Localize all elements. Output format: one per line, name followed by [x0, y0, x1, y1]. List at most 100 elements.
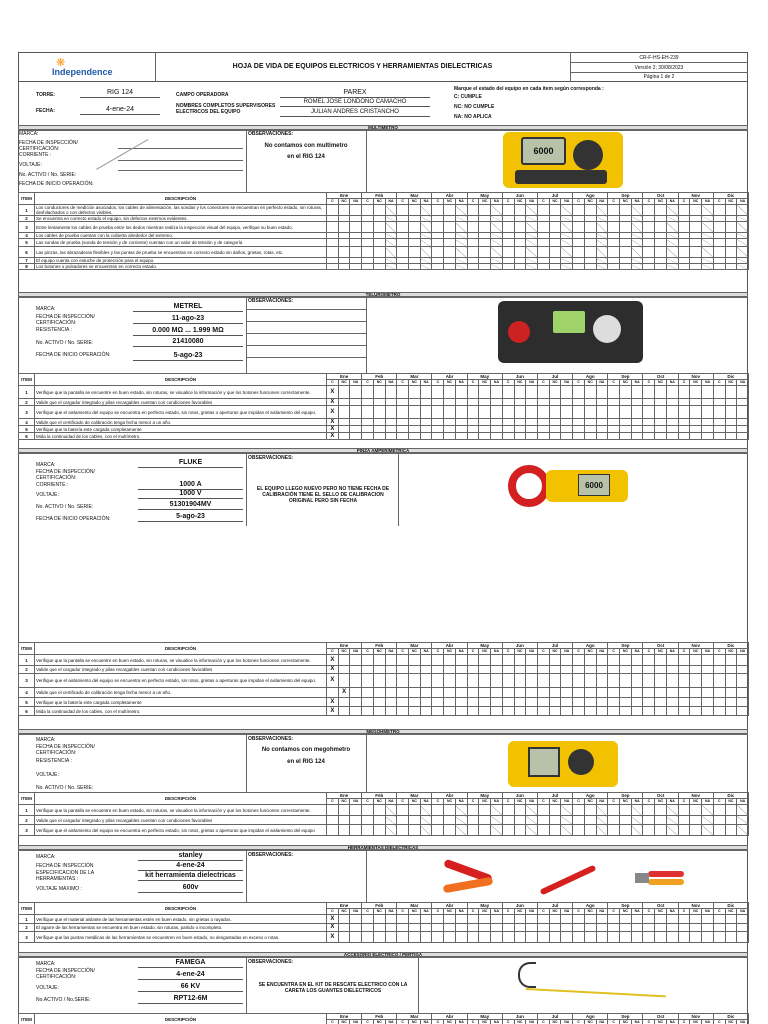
status-cell[interactable] [431, 931, 445, 943]
status-cell[interactable] [443, 204, 456, 216]
status-cell[interactable] [572, 687, 585, 698]
status-cell[interactable] [665, 385, 679, 399]
status-cell[interactable] [431, 405, 445, 419]
status-cell[interactable] [701, 824, 714, 836]
status-cell[interactable] [677, 398, 691, 406]
status-cell[interactable] [396, 405, 410, 419]
status-cell[interactable] [724, 923, 738, 932]
status-cell[interactable] [619, 931, 632, 943]
status-cell[interactable] [396, 923, 410, 932]
status-cell[interactable] [513, 804, 527, 816]
status-cell[interactable] [490, 398, 503, 406]
status-cell[interactable] [536, 665, 550, 674]
status-cell[interactable] [478, 804, 492, 816]
status-cell[interactable] [408, 246, 421, 258]
status-cell[interactable] [548, 398, 562, 406]
status-cell[interactable] [654, 914, 667, 924]
status-cell[interactable] [701, 263, 714, 270]
status-cell[interactable] [396, 425, 410, 433]
status-cell[interactable] [361, 687, 374, 698]
status-cell[interactable] [337, 221, 351, 233]
status-cell[interactable] [548, 815, 562, 825]
status-cell[interactable] [619, 654, 632, 666]
status-cell[interactable] [408, 204, 421, 216]
status-cell[interactable] [466, 804, 480, 816]
status-cell[interactable] [419, 221, 433, 233]
status-cell[interactable] [583, 432, 597, 440]
status-cell[interactable] [572, 385, 585, 399]
status-cell[interactable] [396, 221, 410, 233]
status-cell[interactable] [548, 697, 562, 707]
status-cell[interactable] [361, 204, 374, 216]
status-cell[interactable] [384, 914, 398, 924]
status-cell[interactable] [361, 665, 374, 674]
status-cell[interactable] [701, 425, 714, 433]
status-cell[interactable] [490, 673, 503, 688]
status-cell[interactable] [326, 815, 339, 825]
status-cell[interactable] [736, 665, 750, 674]
status-cell[interactable] [560, 432, 574, 440]
status-cell[interactable] [560, 923, 574, 932]
status-cell[interactable] [513, 687, 527, 698]
status-cell[interactable] [560, 824, 574, 836]
status-cell[interactable] [630, 923, 644, 932]
status-cell[interactable] [525, 914, 538, 924]
status-cell[interactable] [630, 238, 644, 247]
status-cell[interactable] [431, 687, 445, 698]
status-cell[interactable] [466, 432, 480, 440]
status-cell[interactable] [361, 425, 374, 433]
status-cell[interactable] [560, 706, 574, 716]
status-cell[interactable] [454, 246, 468, 258]
status-cell[interactable] [654, 687, 667, 698]
status-cell[interactable] [536, 385, 550, 399]
status-cell[interactable] [478, 425, 492, 433]
status-cell[interactable] [548, 804, 562, 816]
status-cell[interactable] [630, 425, 644, 433]
status-cell[interactable] [689, 204, 703, 216]
status-cell[interactable] [490, 204, 503, 216]
status-cell[interactable] [349, 385, 363, 399]
status-cell[interactable] [372, 697, 386, 707]
status-cell[interactable] [654, 221, 667, 233]
status-cell[interactable] [419, 405, 433, 419]
status-cell[interactable] [677, 665, 691, 674]
status-cell[interactable] [607, 398, 621, 406]
status-cell[interactable] [408, 923, 421, 932]
status-cell[interactable] [525, 923, 538, 932]
status-cell[interactable] [326, 238, 339, 247]
status-cell[interactable] [536, 221, 550, 233]
status-cell[interactable] [361, 931, 374, 943]
status-cell[interactable] [701, 687, 714, 698]
status-cell[interactable] [583, 204, 597, 216]
status-cell[interactable] [431, 432, 445, 440]
status-cell[interactable] [560, 204, 574, 216]
status-cell[interactable] [443, 824, 456, 836]
status-cell[interactable] [501, 405, 515, 419]
status-cell[interactable] [501, 931, 515, 943]
status-cell[interactable] [490, 405, 503, 419]
status-cell[interactable] [736, 923, 750, 932]
status-cell[interactable] [536, 673, 550, 688]
status-cell[interactable] [513, 931, 527, 943]
status-cell[interactable] [642, 238, 656, 247]
status-cell[interactable] [583, 418, 597, 426]
status-cell[interactable] [724, 398, 738, 406]
status-cell[interactable] [361, 673, 374, 688]
status-cell[interactable] [501, 398, 515, 406]
status-cell[interactable] [654, 385, 667, 399]
status-cell[interactable] [736, 385, 750, 399]
status-cell[interactable] [490, 697, 503, 707]
status-cell[interactable] [443, 238, 456, 247]
status-cell[interactable] [513, 221, 527, 233]
status-cell[interactable] [513, 654, 527, 666]
status-cell[interactable] [677, 221, 691, 233]
status-cell[interactable] [431, 246, 445, 258]
status-cell[interactable] [595, 824, 609, 836]
status-cell[interactable] [665, 673, 679, 688]
status-cell[interactable] [349, 706, 363, 716]
status-cell[interactable] [408, 697, 421, 707]
status-cell[interactable] [349, 931, 363, 943]
status-cell[interactable] [513, 914, 527, 924]
status-cell[interactable] [384, 673, 398, 688]
status-cell[interactable] [361, 221, 374, 233]
